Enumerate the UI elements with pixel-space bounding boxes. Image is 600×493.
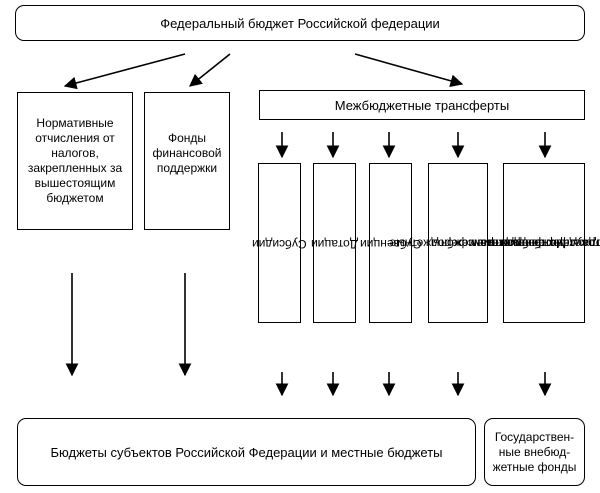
transfer-label-subsidies: Субсидии [252,236,307,251]
extrabudgetary-funds-box: Государствен-ные внебюд-жетные фонды [484,418,585,486]
transfer-label-extra-line4: внебюджетных фондов [501,236,600,251]
federal-budget-box: Федеральный бюджет Российской федерации [15,5,585,41]
federal-budget-label: Федеральный бюджет Российской федерации [160,15,440,31]
transfer-box-subventions: Субвенции [360,163,421,323]
support-funds-box: Фонды финансовой поддержки [144,92,230,230]
transfer-box-grants: Дотации [311,163,358,323]
arrow-top-to-funds [189,53,231,87]
regional-budgets-label: Бюджеты субъектов Российской Федерации и… [50,444,443,460]
transfers-header-label: Межбюджетные трансферты [334,97,510,113]
transfers-header-box: Межбюджетные трансферты [259,90,585,120]
normative-deductions-box: Нормативные отчисления от налогов, закре… [17,92,133,230]
arrow-top-to-norm [63,53,186,90]
transfer-box-other: Иные межбюджетные трансферты [390,163,511,323]
transfer-box-subsidies: Субсидии [252,163,307,323]
transfer-box-extrabudgetary: Межбюджетные трансферты бюджетам государ… [472,163,600,323]
extrabudgetary-funds-label: Государствен-ные внебюд-жетные фонды [492,429,577,474]
arrow-top-to-transfers [354,53,464,88]
normative-deductions-label: Нормативные отчисления от налогов, закре… [27,116,123,205]
support-funds-label: Фонды финансовой поддержки [152,131,222,175]
transfer-label-grants: Дотации [311,236,358,251]
regional-budgets-box: Бюджеты субъектов Российской Федерации и… [17,418,476,486]
